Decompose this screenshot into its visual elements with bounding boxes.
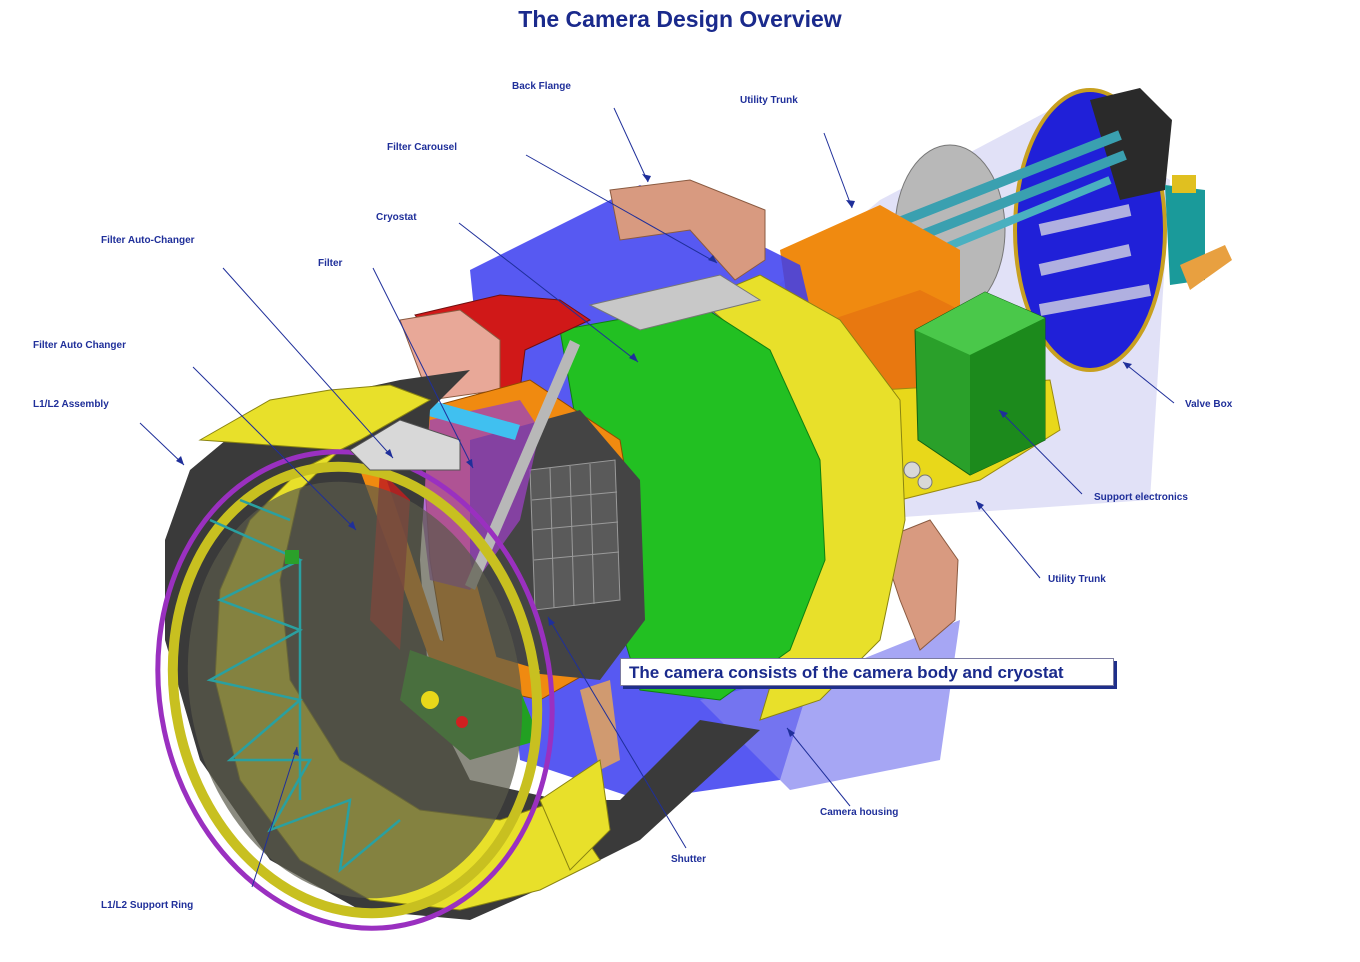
l1l2-lens-ring bbox=[155, 449, 555, 931]
label-l1l2-support-ring: L1/L2 Support Ring bbox=[101, 900, 194, 911]
camera-body bbox=[155, 179, 960, 931]
leader-lines bbox=[139, 107, 1175, 888]
label-utility-trunk-top: Utility Trunk bbox=[740, 95, 798, 106]
label-filter-carousel: Filter Carousel bbox=[387, 142, 458, 153]
callout-box: The camera consists of the camera body a… bbox=[620, 658, 1114, 686]
label-back-flange: Back Flange bbox=[512, 81, 571, 92]
leader-arrowheads bbox=[176, 174, 1132, 756]
back-flange bbox=[609, 179, 766, 281]
label-shutter: Shutter bbox=[671, 854, 706, 865]
label-cryostat: Cryostat bbox=[376, 212, 417, 223]
diagram-title: The Camera Design Overview bbox=[518, 6, 842, 32]
label-support-electronics: Support electronics bbox=[1094, 492, 1188, 503]
label-utility-trunk-bottom: Utility Trunk bbox=[1048, 574, 1106, 585]
label-l1l2-assembly: L1/L2 Assembly bbox=[33, 399, 109, 410]
label-filter-auto-changer: Filter Auto Changer bbox=[33, 340, 126, 351]
label-filter: Filter bbox=[318, 258, 343, 269]
label-camera-housing: Camera housing bbox=[820, 807, 899, 818]
label-valve-box: Valve Box bbox=[1185, 399, 1233, 410]
label-filter-auto-changer-hyphen: Filter Auto-Changer bbox=[101, 235, 195, 246]
